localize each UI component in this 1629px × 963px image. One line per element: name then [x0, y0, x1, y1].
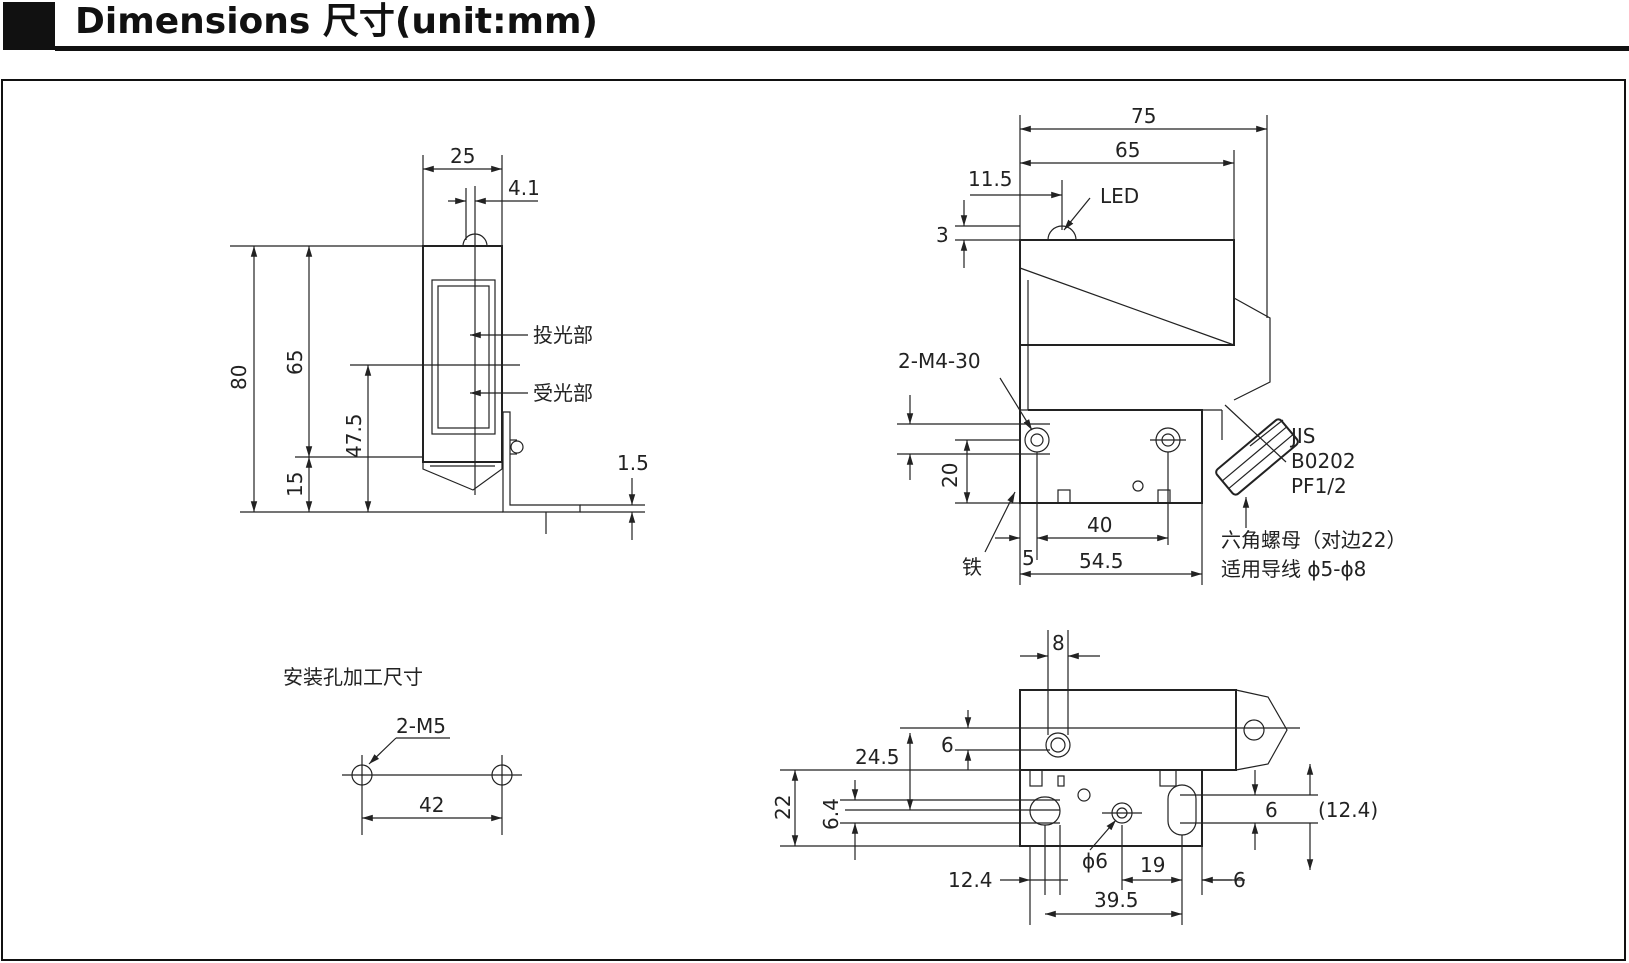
- front-bottom-v: [422, 462, 503, 491]
- front-body-outline: [422, 245, 503, 463]
- label-cable: 适用导线 ϕ5-ϕ8: [1221, 557, 1366, 581]
- top-bracket: [1019, 769, 1203, 847]
- dim-19: 19: [1140, 853, 1165, 877]
- dim-39-5: 39.5: [1094, 888, 1139, 912]
- label-jis: JIS: [1289, 424, 1316, 448]
- side-body-upper: [1019, 239, 1235, 346]
- dim-65: 65: [283, 350, 307, 375]
- dim-12-4: 12.4: [948, 868, 993, 892]
- dim-42: 42: [419, 793, 444, 817]
- dim-phi-6: ϕ6: [1082, 849, 1108, 873]
- top-body: [1019, 689, 1237, 771]
- section-title: Dimensions 尺寸(unit:mm): [75, 1, 599, 42]
- dim-6-bottom: 6: [1233, 868, 1246, 892]
- front-side-led: [510, 440, 524, 454]
- front-lens-frame: [431, 279, 496, 435]
- mounting-title: 安装孔加工尺寸: [283, 665, 423, 689]
- dim-8: 8: [1052, 631, 1065, 655]
- dim-25: 25: [450, 144, 475, 168]
- label-nut: 六角螺母（对边22）: [1221, 528, 1406, 552]
- label-b0202: B0202: [1291, 449, 1356, 473]
- front-view: 25 4.1 80 65 15 47.5 1.5 投光部 受光部: [227, 144, 649, 540]
- dim-54-5: 54.5: [1079, 549, 1124, 573]
- side-hole-left: [1024, 427, 1050, 453]
- mounting-holes: 安装孔加工尺寸 2-M5 42: [283, 665, 522, 835]
- slot-right: [1167, 784, 1197, 836]
- header-marker: [3, 2, 55, 50]
- slot-left: [1029, 796, 1061, 826]
- dim-1-5: 1.5: [617, 451, 649, 475]
- label-iron: 铁: [962, 555, 982, 579]
- side-connector: [1233, 297, 1271, 401]
- dim-80: 80: [227, 365, 251, 390]
- dim-47-5: 47.5: [342, 413, 366, 458]
- dim-6-4: 6.4: [819, 798, 843, 830]
- header-rule: [55, 46, 1629, 51]
- dim-6-right: 6: [1265, 798, 1278, 822]
- dim-11-5: 11.5: [968, 167, 1013, 191]
- dim-6-top: 6: [941, 733, 954, 757]
- side-view: 75 65 11.5 LED 3 2-M4-30 20 铁: [897, 104, 1406, 585]
- label-pf: PF1/2: [1291, 474, 1347, 498]
- dim-75: 75: [1131, 104, 1156, 128]
- top-connector: [1235, 689, 1288, 771]
- label-receiver: 受光部: [533, 381, 593, 405]
- top-led: [1045, 732, 1071, 758]
- dim-3: 3: [936, 223, 949, 247]
- hex-nut: [1215, 418, 1299, 496]
- label-led: LED: [1100, 184, 1139, 208]
- dim-12-4-paren: (12.4): [1318, 798, 1378, 822]
- dim-65-side: 65: [1115, 138, 1140, 162]
- dim-24-5: 24.5: [855, 745, 900, 769]
- front-bracket: [502, 411, 581, 513]
- dim-22: 22: [771, 795, 795, 820]
- dim-4-1: 4.1: [508, 176, 540, 200]
- dim-5: 5: [1022, 546, 1035, 570]
- dim-15: 15: [283, 472, 307, 497]
- section-header: Dimensions 尺寸(unit:mm): [0, 0, 1629, 56]
- dim-40: 40: [1087, 513, 1112, 537]
- label-2-m5: 2-M5: [396, 714, 446, 738]
- label-emitter: 投光部: [533, 323, 593, 347]
- label-screws: 2-M4-30: [898, 349, 981, 373]
- front-lens: [437, 285, 490, 429]
- top-view: 8 6 24.5 22 6.4 6 (12.4) ϕ6: [771, 630, 1378, 925]
- drawing-frame: [1, 79, 1626, 961]
- dim-20: 20: [938, 463, 962, 488]
